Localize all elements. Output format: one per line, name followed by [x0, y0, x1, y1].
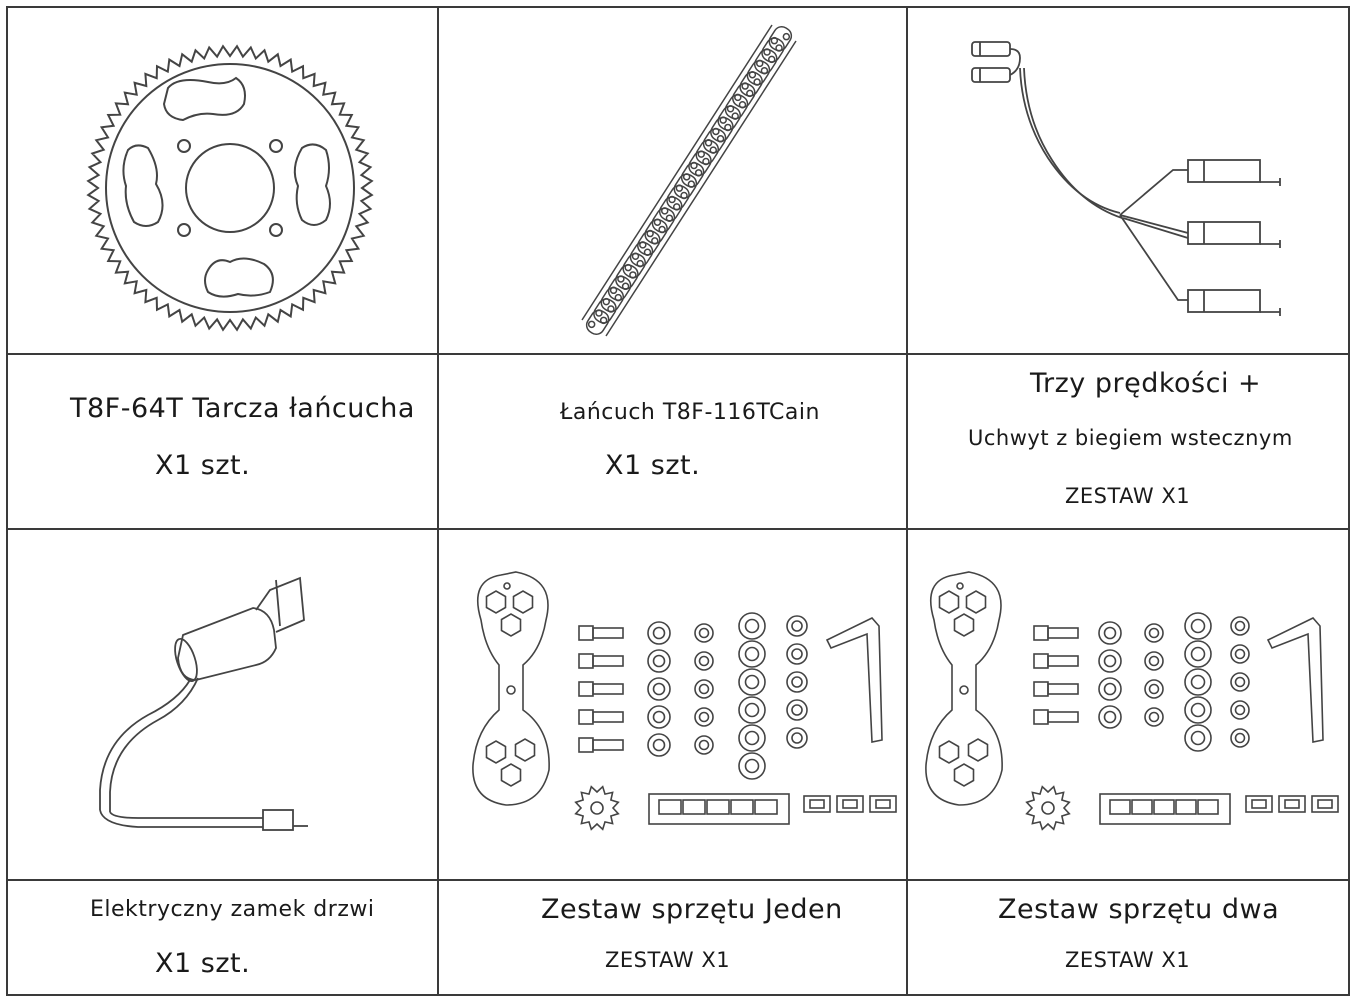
column-divider [906, 6, 908, 996]
sprocket-icon [86, 44, 374, 332]
sprocket-cell [8, 8, 437, 353]
parts-table [6, 6, 1350, 996]
row-divider [6, 879, 1350, 881]
hardware-kit-one-cell [439, 530, 906, 879]
hardware-kit-one-icon [472, 571, 897, 831]
item-1-qty: X1 szt. [155, 450, 251, 481]
item-5-name: Zestaw sprzętu Jeden [541, 894, 843, 925]
item-4-name: Elektryczny zamek drzwi [90, 897, 375, 922]
hardware-kit-two-cell [908, 530, 1350, 879]
door-lock-icon [99, 576, 308, 831]
item-3-subtitle: Uchwyt z biegiem wstecznym [968, 426, 1293, 450]
item-2-name: Łańcuch T8F-116TCain [560, 400, 820, 425]
door-lock-cell [8, 530, 437, 879]
item-5-qty: ZESTAW X1 [605, 948, 731, 972]
hardware-kit-two-icon [925, 571, 1339, 831]
item-2-qty: X1 szt. [605, 450, 701, 481]
throttle-harness-icon [971, 41, 1281, 316]
throttle-cell [908, 8, 1350, 353]
item-3-name: Trzy prędkości + [1030, 368, 1262, 399]
chain-cell [439, 8, 906, 353]
item-6-name: Zestaw sprzętu dwa [998, 894, 1280, 925]
column-divider [437, 6, 439, 996]
item-4-qty: X1 szt. [155, 948, 251, 979]
item-3-qty: ZESTAW X1 [1065, 484, 1191, 508]
item-6-qty: ZESTAW X1 [1065, 948, 1191, 972]
item-1-name: T8F-64T Tarcza łańcucha [70, 393, 415, 424]
row-divider [6, 528, 1350, 530]
row-divider [6, 353, 1350, 355]
chain-icon [581, 24, 797, 337]
